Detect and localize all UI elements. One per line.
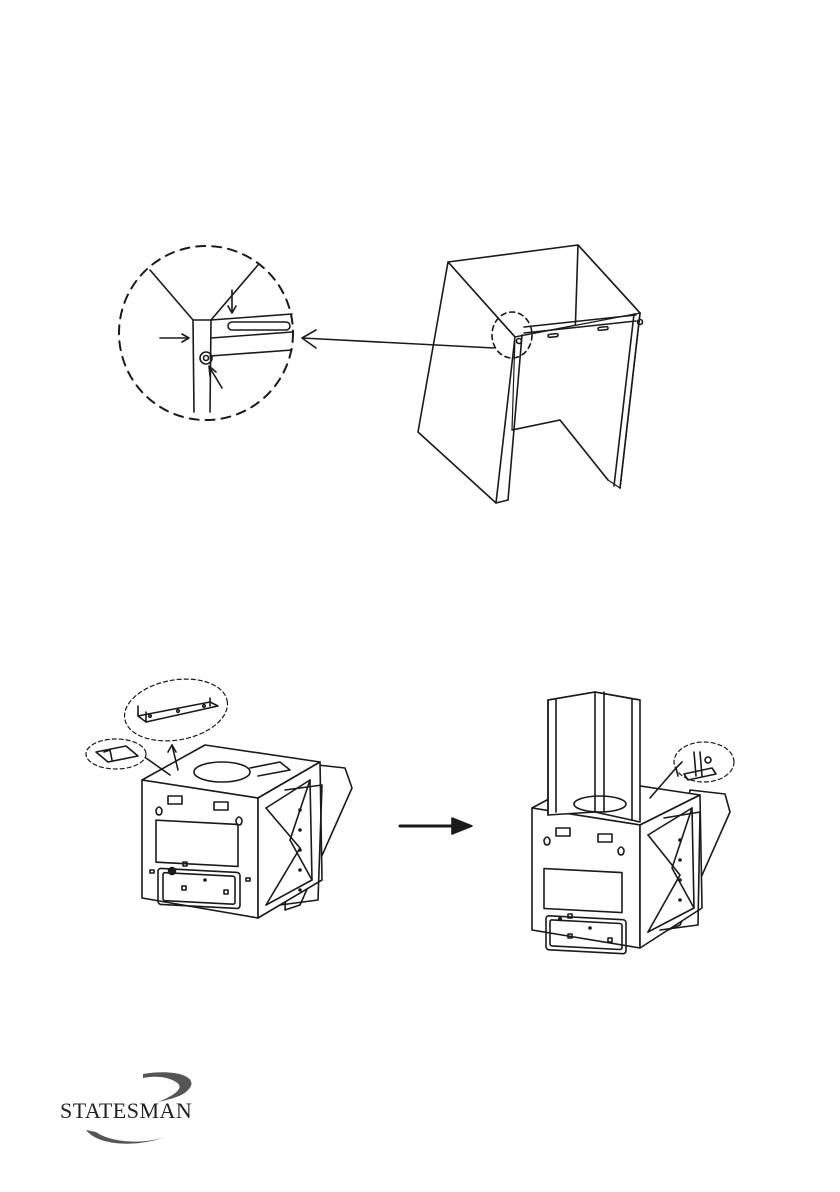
brand-logo: STATESMAN <box>60 1098 192 1124</box>
step-arrow <box>400 818 472 834</box>
bracket-detail-zoom <box>119 246 293 420</box>
hood-with-brackets-illustration <box>86 671 352 918</box>
chimney-frame-illustration <box>418 245 643 503</box>
hood-with-chimney-illustration <box>532 692 734 954</box>
